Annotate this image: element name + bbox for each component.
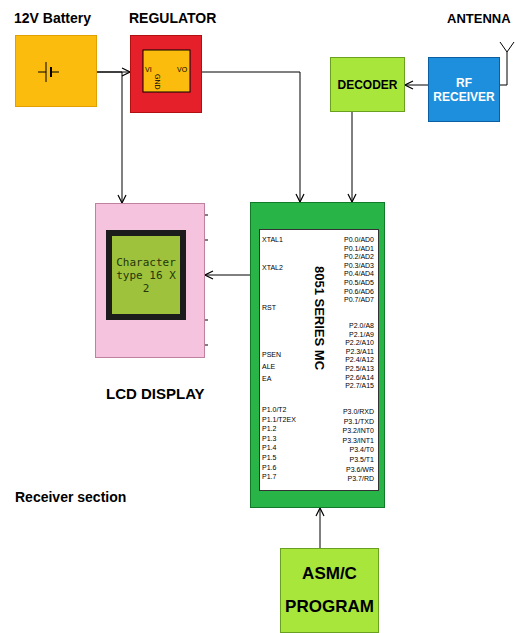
pin-name: EA — [262, 375, 271, 382]
connector — [320, 508, 321, 548]
lcd-screen: Character type 16 X 2 — [106, 230, 186, 320]
node-label: Character type 16 X 2 — [115, 256, 177, 295]
terminal-label: VO — [177, 66, 187, 73]
symbol — [131, 36, 201, 112]
pin-name: P0.0/AD0 — [344, 236, 374, 243]
pin-name: P2.1/A9 — [349, 331, 374, 338]
caption-label: ANTENNA — [447, 12, 511, 25]
connector — [405, 85, 428, 86]
pin-name: P0.1/AD1 — [344, 245, 374, 252]
node-label: DECODER — [337, 78, 397, 92]
decoder-box: DECODER — [330, 57, 405, 112]
node-label: REGULATOR — [129, 10, 216, 26]
pin-name: P1.7 — [262, 473, 276, 480]
node-label: RF RECEIVER — [432, 76, 496, 104]
antenna-symbol — [500, 42, 514, 52]
pin-name: P3.3/INT1 — [342, 437, 374, 444]
pin-name: P3.0/RXD — [343, 408, 374, 415]
node-label: 8051 SERIES MC — [313, 266, 326, 370]
pin-name: P3.7/RD — [348, 475, 374, 482]
pin-name: P2.6/A14 — [345, 374, 374, 381]
pin-name: P3.5/T1 — [349, 456, 374, 463]
pin-name: P2.3/A11 — [346, 348, 374, 355]
pin-name: P3.1/TXD — [344, 418, 374, 425]
pin-name: P1.2 — [262, 425, 276, 432]
regulator-box: REGULATOR — [130, 35, 202, 113]
pin-name: P2.5/A13 — [345, 365, 374, 372]
pin-name: P0.4/AD4 — [344, 270, 374, 277]
node-label: 12V Battery — [14, 10, 91, 26]
pin-name: P0.5/AD5 — [344, 279, 374, 286]
pin-name: P3.4/T0 — [349, 446, 374, 453]
pin-name: ALE — [262, 363, 275, 370]
pin-name: PSEN — [262, 351, 281, 358]
terminal-label: GND — [154, 74, 161, 90]
pin-name: P1.1/T2EX — [262, 416, 296, 423]
pin-name: P0.2/AD2 — [344, 253, 374, 260]
pin-name: XTAL1 — [262, 236, 283, 243]
connector — [205, 275, 250, 276]
pin-name: P1.4 — [262, 444, 276, 451]
pin-name: P1.0/T2 — [262, 406, 287, 413]
caption-label: Receiver section — [15, 490, 126, 504]
node-label: ASM/C PROGRAM — [284, 558, 375, 623]
pin-name: P1.5 — [262, 454, 276, 461]
pin-name: P2.4/A12 — [345, 356, 374, 363]
pin-name: P0.7/AD7 — [344, 296, 374, 303]
connector — [97, 72, 122, 203]
pin-name: P2.0/A8 — [349, 322, 374, 329]
pin-name: P1.6 — [262, 464, 276, 471]
rf-receiver-box: RF RECEIVER — [428, 57, 500, 122]
terminal-label: VI — [145, 66, 152, 73]
pin-name: P3.2/INT0 — [342, 427, 374, 434]
pin-name: P2.7/A15 — [345, 382, 374, 389]
pin-name: RST — [262, 304, 276, 311]
lcd-display-box: LCD DISPLAYCharacter type 16 X 2 — [95, 203, 205, 358]
pin-name: P0.6/AD6 — [344, 288, 374, 295]
pin-name: P1.3 — [262, 435, 276, 442]
program-box: ASM/C PROGRAM — [280, 548, 379, 633]
connector — [202, 72, 300, 202]
pin-name: P2.2/A10 — [345, 339, 374, 346]
pin-name: P0.3/AD3 — [344, 262, 374, 269]
battery-box: 12V Battery — [15, 35, 97, 107]
symbol — [16, 36, 96, 106]
pin-name: XTAL2 — [262, 264, 283, 271]
connector — [352, 112, 353, 202]
pin-name: P3.6/WR — [346, 466, 374, 473]
node-label: LCD DISPLAY — [106, 385, 205, 402]
